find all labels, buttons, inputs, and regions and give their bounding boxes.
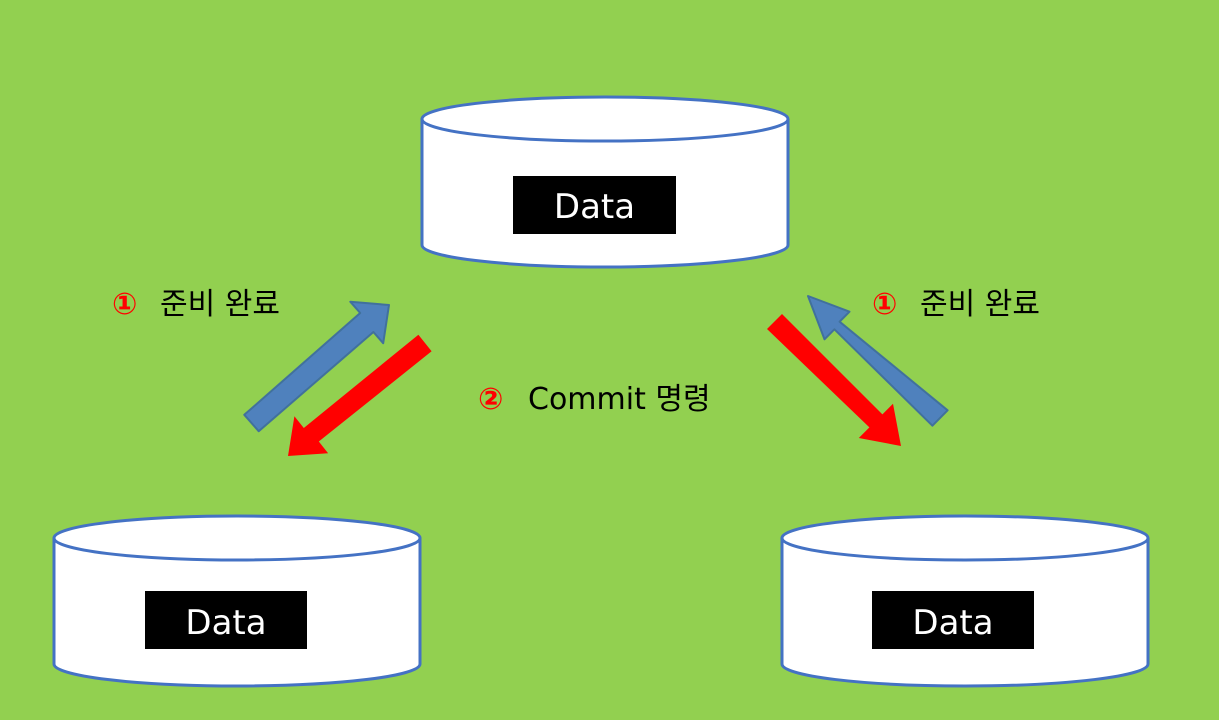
- right-ready-text: 준비 완료: [920, 287, 1040, 322]
- db-top-label-box: [513, 176, 676, 234]
- db-top-label: Data: [554, 187, 635, 227]
- db-top: Data: [420, 95, 790, 269]
- right-ready-label: ① 준비 완료: [872, 287, 1040, 322]
- commit-label: ② Commit 명령: [478, 382, 711, 417]
- right-ready-arrow: [807, 295, 949, 427]
- db-top-cylinder-cap: [420, 95, 790, 143]
- left-commit-arrow: [288, 334, 432, 456]
- db-bottom-left-label-box: [145, 591, 307, 649]
- right-ready-step-number: ①: [872, 287, 897, 322]
- left-ready-label: ① 준비 완료: [112, 287, 280, 322]
- db-bottom-left: Data: [52, 514, 422, 688]
- commit-step-number: ②: [478, 382, 503, 417]
- db-bottom-right-label-box: [872, 591, 1034, 649]
- db-bottom-right-label: Data: [912, 603, 993, 643]
- commit-text: Commit 명령: [528, 382, 711, 417]
- db-bottom-left-label: Data: [185, 603, 266, 643]
- left-ready-step-number: ①: [112, 287, 137, 322]
- db-bottom-left-cylinder-cap: [52, 514, 422, 562]
- db-bottom-right-cylinder-cap: [780, 514, 1150, 562]
- db-bottom-right: Data: [780, 514, 1150, 688]
- right-commit-arrow: [767, 314, 901, 446]
- left-ready-arrow: [243, 300, 390, 433]
- left-ready-text: 준비 완료: [160, 287, 280, 322]
